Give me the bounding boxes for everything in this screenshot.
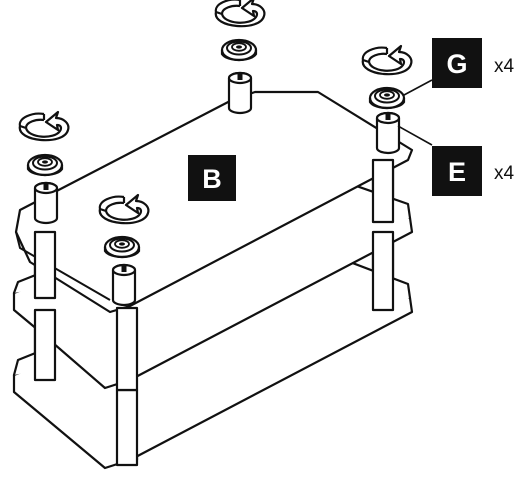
rotate-arrow-icon (214, 0, 266, 28)
svg-text:E: E (448, 157, 466, 187)
cap-washer-icon (220, 38, 258, 62)
label-b: B (188, 155, 236, 201)
svg-text:G: G (446, 49, 467, 79)
quantity-e: x4 (494, 163, 515, 184)
svg-text:B: B (202, 164, 222, 194)
cap-washer-icon (368, 86, 406, 110)
cap-washer-icon (103, 235, 141, 259)
post-stud-icon (375, 110, 401, 155)
post-stud-icon (227, 70, 253, 115)
post-stud-icon (111, 262, 137, 307)
post-stud-icon (33, 180, 59, 225)
leader-line-g (403, 79, 433, 96)
label-g: G (432, 38, 482, 88)
rotate-arrow-icon (18, 110, 70, 142)
label-e: E (432, 146, 482, 196)
quantity-g: x4 (494, 56, 515, 77)
cap-washer-icon (26, 153, 64, 177)
leader-line-e (397, 125, 433, 146)
rotate-arrow-icon (361, 44, 413, 76)
